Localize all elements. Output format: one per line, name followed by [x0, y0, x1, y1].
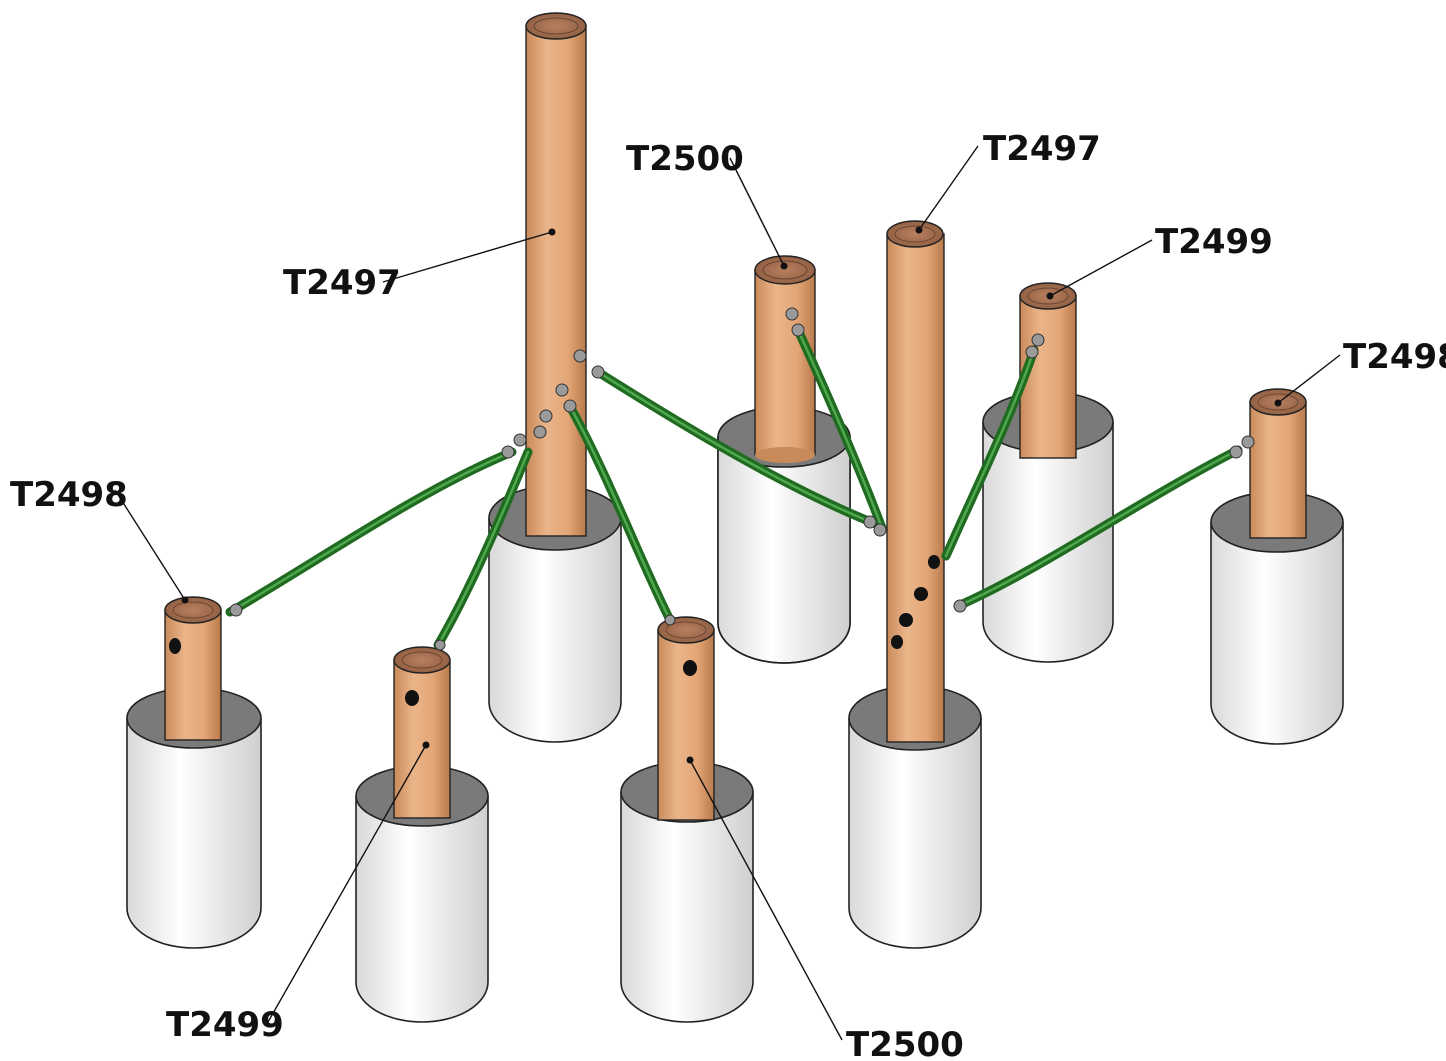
footing-right-far: [1210, 491, 1344, 745]
ropes: [225, 325, 1243, 650]
footing-right-tall: [848, 685, 982, 949]
post-left-far: [164, 596, 222, 741]
rope-fittings: [229, 307, 1255, 651]
label-left-mid-post: T2500: [846, 1025, 964, 1061]
label-left-front-post: T2499: [166, 1005, 284, 1045]
label-right-mid-post: T2499: [1155, 222, 1273, 262]
label-right-tall-post: T2497: [983, 129, 1101, 169]
footing-left-far: [126, 687, 262, 949]
label-right-far-post: T2498: [1343, 337, 1446, 377]
label-left-tall-post: T2497: [283, 263, 401, 303]
post-right-tall: [886, 220, 945, 743]
post-right-far: [1249, 388, 1307, 539]
post-left-front: [393, 646, 451, 819]
label-right-back-post: T2500: [626, 139, 744, 179]
footing-left-mid: [620, 761, 754, 1023]
label-left-far-post: T2498: [10, 475, 128, 515]
post-right-back: [754, 255, 816, 463]
post-left-tall: [525, 12, 587, 537]
leader-lines: [114, 145, 1341, 1041]
